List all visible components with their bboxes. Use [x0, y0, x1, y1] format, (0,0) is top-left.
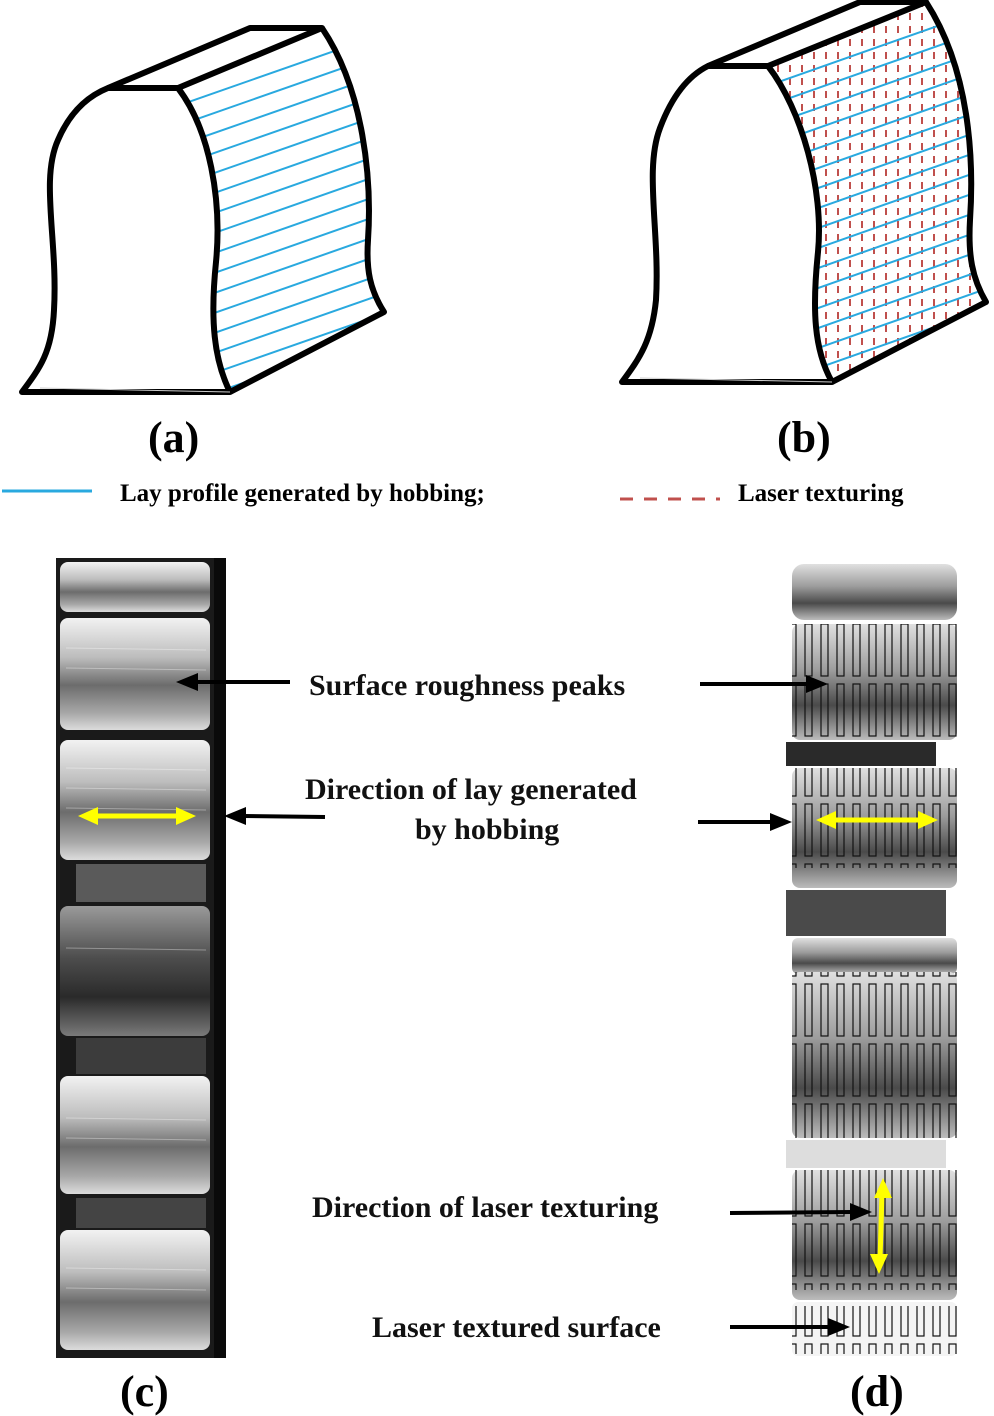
arrow-lay-left: [243, 814, 326, 819]
annotation-lay-direction-line2: by hobbing: [415, 813, 560, 846]
panel-label-b: (b): [777, 413, 831, 462]
laser-textured-gear-photo-d: [786, 560, 961, 1360]
panel-label-c: (c): [120, 1367, 169, 1416]
gear-tooth-diagram-b: [619, 0, 989, 385]
hobbed-gear-photo-c: [56, 558, 226, 1358]
tooth-outline-b: [619, 0, 989, 385]
laser-direction-double-arrow-d: [870, 1178, 892, 1274]
annotation-lay-direction-line1: Direction of lay generated: [305, 773, 637, 806]
hobbing-lay-lines-a: [178, 28, 384, 392]
laser-texture-dashes-b: [768, 2, 986, 382]
tooth-outline-a: [19, 25, 387, 395]
panel-label-a: (a): [148, 413, 200, 462]
legend-hobbing-label: Lay profile generated by hobbing;: [120, 480, 485, 507]
annotation-laser-surface: Laser textured surface: [372, 1311, 661, 1344]
annotation-roughness-peaks: Surface roughness peaks: [309, 669, 626, 702]
lay-direction-double-arrow-d: [816, 811, 938, 829]
panel-label-d: (d): [850, 1367, 904, 1416]
legend-hobbing-swatch: [2, 489, 92, 493]
legend-laser-label: Laser texturing: [738, 480, 904, 507]
gear-tooth-diagram-a: [19, 25, 387, 395]
annotation-laser-direction: Direction of laser texturing: [312, 1191, 659, 1224]
legend-laser-swatch: [620, 497, 720, 501]
lay-direction-double-arrow-c: [78, 807, 196, 825]
